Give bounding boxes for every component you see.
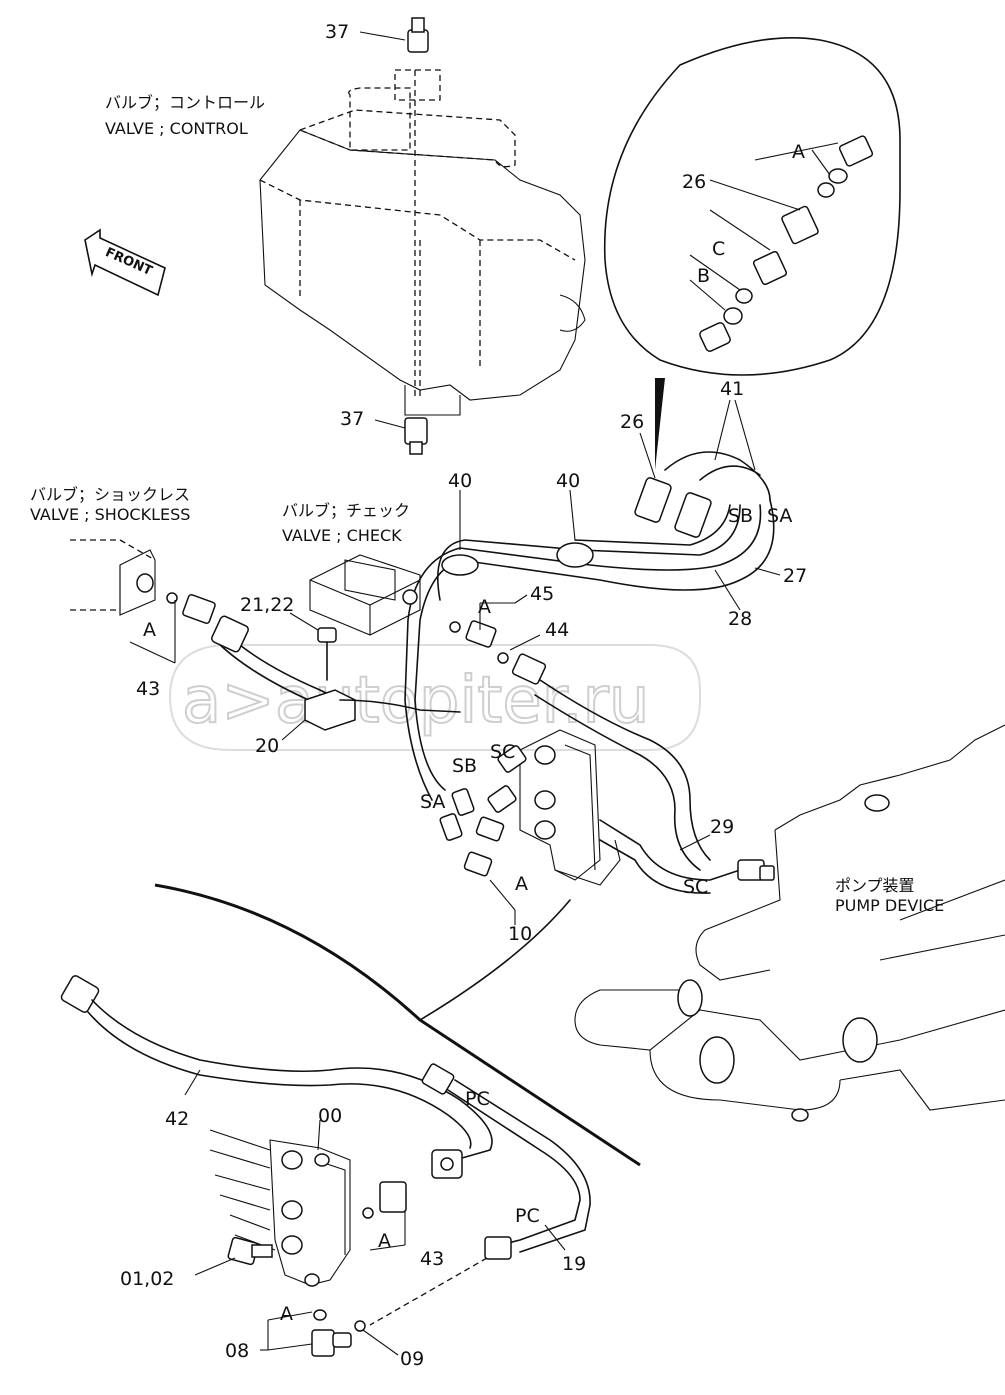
label-43-bottom: 43	[420, 1248, 444, 1270]
watermark: a>autopiter.ru	[168, 644, 701, 751]
pump-device-caption-en: PUMP DEVICE	[835, 896, 944, 915]
fittings-45-44: A 45 44	[449, 583, 711, 871]
label-A-43-left: A	[143, 619, 156, 641]
control-valve-caption-en: VALVE ; CONTROL	[105, 119, 248, 138]
label-SC-top: SC	[490, 741, 515, 763]
inset-label-B: B	[697, 265, 710, 287]
inset-label-C: C	[712, 238, 725, 260]
label-40a: 40	[448, 470, 472, 492]
pump-device-drawing: ポンプ装置 PUMP DEVICE	[574, 724, 1005, 1122]
label-PC-top: PC	[465, 1088, 490, 1110]
label-20: 20	[255, 735, 279, 757]
label-A-45: A	[478, 596, 491, 618]
label-A-43-bottom: A	[378, 1230, 391, 1252]
label-21-22: 21,22	[240, 594, 294, 616]
control-valve-drawing	[259, 69, 586, 416]
pilot-valve-block: SC SB SA A 10 29 SC	[420, 729, 775, 945]
label-SA-top: SA	[767, 505, 792, 527]
label-28: 28	[728, 608, 752, 630]
label-09: 09	[400, 1348, 424, 1370]
label-PC-bot: PC	[515, 1205, 540, 1227]
check-valve-drawing: バルブ；チェック VALVE ; CHECK	[282, 501, 421, 636]
label-37-bottom: 37	[340, 408, 364, 430]
label-37-top: 37	[325, 21, 349, 43]
inset-detail: A 26 C B	[603, 36, 901, 470]
label-41: 41	[720, 378, 744, 400]
front-arrow: FRONT	[84, 228, 166, 297]
pump-device-caption-jp: ポンプ装置	[835, 876, 915, 895]
label-19: 19	[562, 1253, 586, 1275]
label-A-08: A	[280, 1303, 293, 1325]
check-valve-caption-en: VALVE ; CHECK	[282, 526, 402, 545]
label-43-left: 43	[136, 678, 160, 700]
section-divider-branch	[419, 899, 571, 1021]
shockless-valve-drawing: バルブ；ショックレス VALVE ; SHOCKLESS A 43	[30, 485, 341, 706]
label-SC-bot: SC	[683, 876, 708, 898]
shockless-valve-caption-jp: バルブ；ショックレス	[30, 485, 190, 504]
label-00: 00	[318, 1105, 342, 1127]
label-45: 45	[530, 583, 554, 605]
label-27: 27	[783, 565, 807, 587]
bottom-assembly: 42 PC PC 19 00 A 43	[60, 975, 591, 1370]
inset-label-26: 26	[682, 171, 706, 193]
control-valve-caption-jp: バルブ；コントロール	[105, 93, 265, 112]
label-SA-mid: SA	[420, 791, 445, 813]
label-SB-top: SB	[728, 505, 753, 527]
label-10: 10	[508, 923, 532, 945]
fitting-37-bottom: 37	[340, 408, 428, 455]
check-valve-caption-jp: バルブ；チェック	[282, 501, 410, 520]
label-08: 08	[225, 1340, 249, 1362]
label-42: 42	[165, 1108, 189, 1130]
label-01-02: 01,02	[120, 1268, 174, 1290]
section-divider	[154, 883, 641, 1167]
fitting-37-top: 37	[325, 17, 429, 53]
label-44: 44	[545, 619, 569, 641]
label-29: 29	[710, 816, 734, 838]
clamp-20: 21,22 20	[240, 594, 461, 757]
label-A-mid: A	[515, 873, 528, 895]
inset-label-A: A	[792, 141, 805, 163]
hose-assembly-top: 26 41 SB SA 27 28 40 40	[404, 378, 807, 801]
label-40b: 40	[556, 470, 580, 492]
label-SB-mid: SB	[452, 755, 477, 777]
label-26: 26	[620, 411, 644, 433]
shockless-valve-caption-en: VALVE ; SHOCKLESS	[30, 505, 190, 524]
